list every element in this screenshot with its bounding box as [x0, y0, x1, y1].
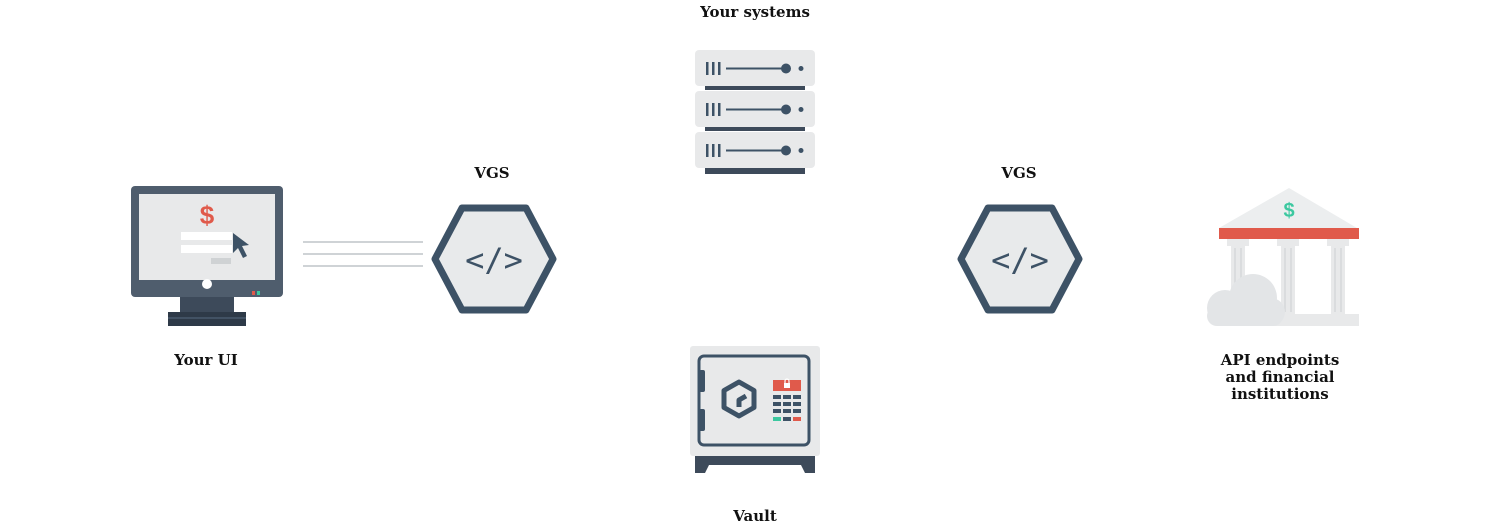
code-symbol-left: </>: [465, 241, 523, 279]
vgs-right-label: VGS: [1001, 164, 1037, 182]
dollar-sign: $: [200, 200, 215, 230]
server-rack-icon: [695, 50, 817, 176]
code-symbol-right: </>: [991, 241, 1049, 279]
your-systems-label: Your systems: [700, 3, 810, 21]
code-hexagon-icon-right: </>: [957, 204, 1083, 314]
connection-lines: [303, 239, 428, 269]
your-ui-label: Your UI: [174, 351, 238, 369]
bank-building-icon: $: [1203, 186, 1363, 331]
vgs-left-label: VGS: [474, 164, 510, 182]
cloud-icon: [1207, 274, 1285, 326]
monitor-icon: $: [130, 185, 285, 330]
vault-safe-icon: [689, 345, 821, 475]
api-endpoints-label: API endpoints and financial institutions: [1220, 351, 1340, 403]
code-hexagon-icon-left: </>: [431, 204, 557, 314]
vgs-logo-icon: [721, 379, 757, 419]
cursor-icon: [233, 233, 249, 258]
vault-label: Vault: [733, 507, 777, 525]
bank-dollar-sign: $: [1283, 200, 1294, 222]
